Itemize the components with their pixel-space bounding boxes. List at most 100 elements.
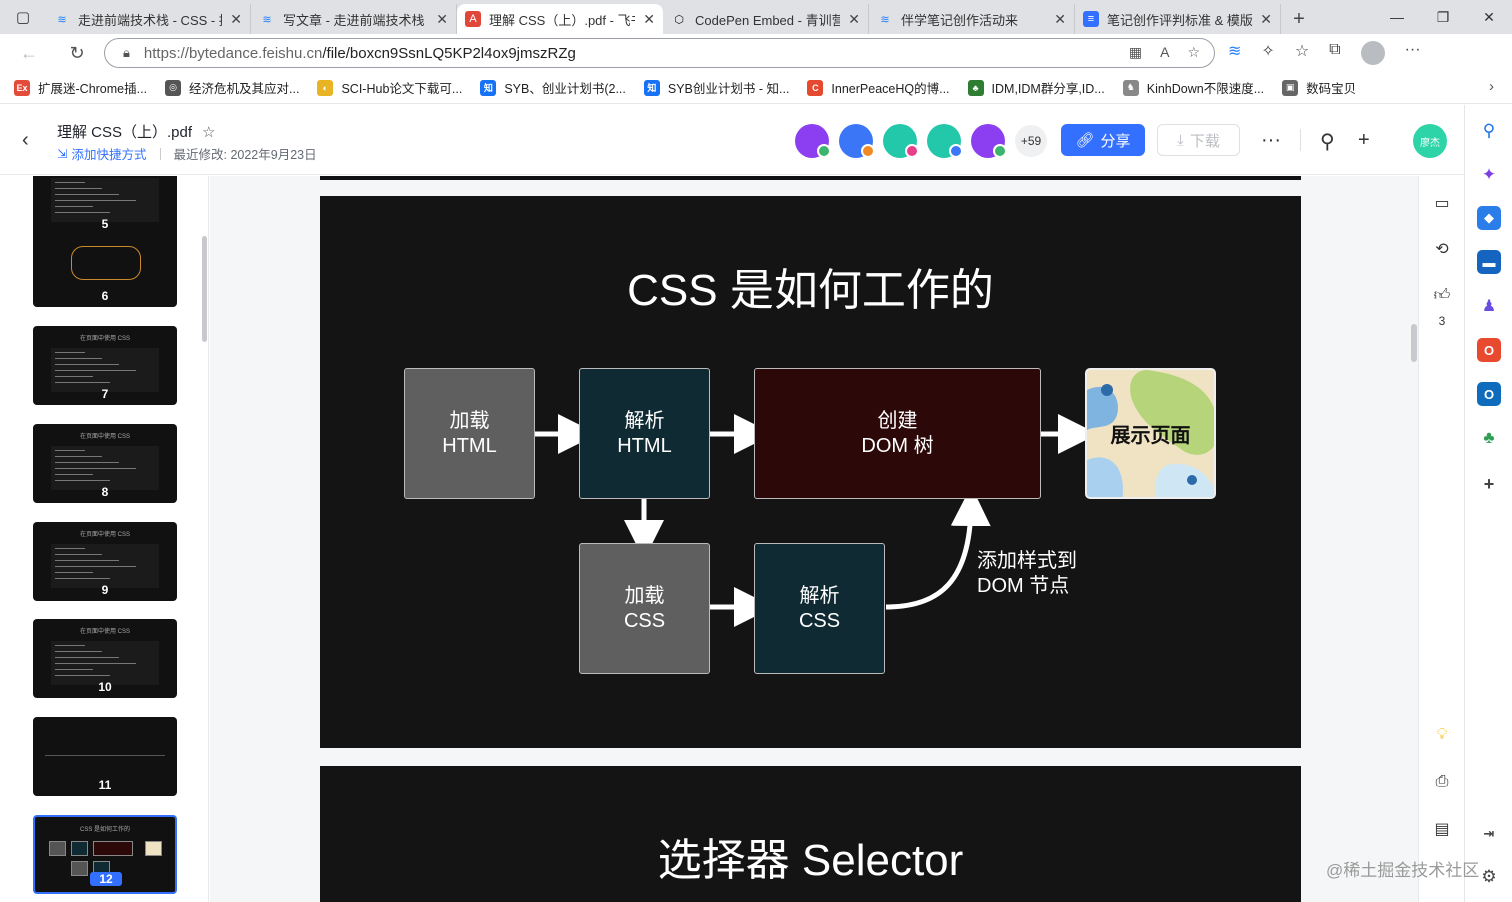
share-button[interactable]: 🔗︎分享 bbox=[1061, 124, 1145, 156]
slide-title: CSS 是如何工作的 bbox=[627, 266, 994, 315]
collaborator-avatar[interactable] bbox=[883, 124, 919, 158]
bookmark-item[interactable]: ♞KinhDown不限速度... bbox=[1122, 78, 1264, 97]
bookmark-favicon-icon: C bbox=[807, 79, 824, 96]
tab-actions-icon[interactable]: ▢ bbox=[15, 9, 31, 26]
browser-tab[interactable]: ≡ 笔记创作评判标准 & 模版 ✕ bbox=[1075, 4, 1281, 34]
box-label: 解析 bbox=[799, 584, 840, 607]
bookmark-favicon-icon: Ex bbox=[14, 79, 30, 96]
thumbnail-scrollbar[interactable] bbox=[202, 236, 207, 342]
comment-icon[interactable]: ▭ bbox=[1434, 195, 1450, 212]
add-icon[interactable]: + bbox=[1483, 473, 1495, 494]
close-window-icon[interactable]: ✕ bbox=[1483, 8, 1495, 25]
more-menu-icon[interactable]: ··· bbox=[1404, 41, 1421, 58]
maximize-icon[interactable]: ❐ bbox=[1436, 8, 1450, 25]
more-options-icon[interactable]: ··· bbox=[1261, 129, 1281, 151]
close-tab-icon[interactable]: ✕ bbox=[230, 10, 242, 27]
browser-tab-strip: ▢ ≋ 走进前端技术栈 - CSS - 掘 ✕ ≋ 写文章 - 走进前端技术栈 … bbox=[0, 0, 1512, 34]
close-tab-icon[interactable]: ✕ bbox=[1054, 10, 1066, 27]
document-icon[interactable]: ▤ bbox=[1434, 821, 1450, 838]
browser-tab[interactable]: ≋ 伴学笔记创作活动来 ✕ bbox=[869, 4, 1075, 34]
thumbnail-code-line bbox=[55, 382, 110, 383]
office-icon[interactable]: O bbox=[1477, 338, 1501, 362]
star-icon[interactable]: ☆ bbox=[202, 123, 216, 141]
browser-tab[interactable]: ⬡ CodePen Embed - 青训营 ✕ bbox=[663, 4, 869, 34]
viewer-scrollbar[interactable] bbox=[1411, 324, 1417, 362]
back-chevron-icon[interactable]: ‹ bbox=[22, 129, 29, 151]
bookmark-item[interactable]: ◎经济危机及其应对... bbox=[165, 78, 299, 97]
lock-icon[interactable]: 🔒︎ bbox=[123, 45, 130, 60]
thumbnail-caption: 在页面中使用 CSS bbox=[79, 434, 130, 440]
thumbnail-code-line bbox=[55, 194, 119, 195]
extensions-icon[interactable]: ✧ bbox=[1261, 43, 1275, 60]
page-thumbnail[interactable]: 6 bbox=[33, 228, 177, 307]
juejin-extension-icon[interactable]: ≋ bbox=[1228, 43, 1242, 60]
browser-tab-active[interactable]: A 理解 CSS（上）.pdf - 飞书 ✕ bbox=[457, 4, 663, 34]
settings-icon[interactable]: ⚙ bbox=[1481, 867, 1497, 886]
grid-app-icon[interactable]: ▦ bbox=[1128, 44, 1143, 60]
bookmark-item[interactable]: ♣IDM,IDM群分享,ID... bbox=[967, 78, 1105, 97]
user-avatar[interactable]: 廖杰 bbox=[1413, 124, 1447, 158]
add-icon[interactable]: + bbox=[1358, 129, 1370, 151]
profile-avatar[interactable] bbox=[1360, 41, 1385, 65]
close-tab-icon[interactable]: ✕ bbox=[1260, 10, 1272, 27]
bookmark-item[interactable]: ▣数码宝贝 bbox=[1282, 78, 1356, 97]
collaborator-avatar[interactable] bbox=[839, 124, 875, 158]
like-icon[interactable]: 👍︎ bbox=[1433, 287, 1451, 304]
games-icon[interactable]: ♟ bbox=[1481, 298, 1497, 315]
url-input[interactable]: 🔒︎ https://bytedance.feishu.cn/file/boxc… bbox=[104, 38, 1215, 68]
thumbnail-flow-box bbox=[71, 841, 88, 856]
browser-tab[interactable]: ≋ 走进前端技术栈 - CSS - 掘 ✕ bbox=[46, 4, 251, 34]
drop-icon[interactable]: ♣ bbox=[1483, 428, 1495, 447]
bookmark-item[interactable]: ◐SCI-Hub论文下载可... bbox=[317, 78, 462, 97]
close-tab-icon[interactable]: ✕ bbox=[436, 10, 448, 27]
copilot-icon[interactable]: ✦ bbox=[1481, 165, 1497, 184]
close-tab-icon[interactable]: ✕ bbox=[643, 10, 655, 27]
download-button[interactable]: ⤓下载 bbox=[1157, 124, 1240, 156]
collections-icon[interactable]: ⧉ bbox=[1329, 41, 1341, 58]
browser-toolbar: ≋ ✧ ☆ ⧉ ··· bbox=[1228, 41, 1421, 65]
page-thumbnail[interactable]: 5 bbox=[33, 176, 177, 235]
box-label: HTML bbox=[442, 434, 497, 457]
collaborator-avatar[interactable] bbox=[795, 124, 831, 158]
page-thumbnail[interactable]: 在页面中使用 CSS 8 bbox=[33, 424, 177, 503]
more-collaborators-count[interactable]: +59 bbox=[1015, 125, 1047, 157]
outlook-icon[interactable]: O bbox=[1477, 382, 1501, 406]
toolbox-icon[interactable]: ▬ bbox=[1477, 250, 1501, 274]
favorites-icon[interactable]: ☆ bbox=[1294, 43, 1310, 60]
add-favorite-icon[interactable]: ☆ bbox=[1187, 44, 1200, 60]
thumbnail-page-number: 5 bbox=[101, 217, 109, 231]
bookmarks-overflow-icon[interactable]: › bbox=[1489, 78, 1494, 95]
page-thumbnail[interactable]: 11 bbox=[33, 717, 177, 796]
thumbnail-page-number: 8 bbox=[101, 485, 109, 499]
expand-sidebar-icon[interactable]: ⇥ bbox=[1483, 826, 1495, 841]
lightbulb-icon[interactable]: 💡︎ bbox=[1436, 726, 1448, 743]
search-icon[interactable]: ⚲ bbox=[1482, 121, 1496, 140]
thumbnail-code-line bbox=[55, 560, 119, 561]
reload-icon[interactable]: ↻ bbox=[69, 42, 85, 63]
thumbnail-page-number: 9 bbox=[101, 583, 109, 597]
tag-icon[interactable]: ◆ bbox=[1477, 206, 1501, 230]
collaborator-avatar[interactable] bbox=[927, 124, 963, 158]
codepen-icon: ⬡ bbox=[674, 13, 684, 26]
history-icon[interactable]: ⟲ bbox=[1435, 241, 1449, 258]
search-icon[interactable]: ⚲ bbox=[1320, 131, 1335, 153]
back-arrow-icon[interactable]: ← bbox=[20, 42, 38, 63]
bookmark-favicon-icon: ◎ bbox=[165, 79, 182, 96]
collaborator-avatar[interactable] bbox=[971, 124, 1007, 158]
read-aloud-icon[interactable]: A bbox=[1160, 44, 1170, 60]
browser-tab[interactable]: ≋ 写文章 - 走进前端技术栈 ✕ bbox=[251, 4, 457, 34]
close-tab-icon[interactable]: ✕ bbox=[848, 10, 860, 27]
minimize-icon[interactable]: — bbox=[1390, 9, 1404, 25]
thumbnail-code-line bbox=[55, 480, 110, 481]
add-shortcut-link[interactable]: ⇲添加快捷方式 bbox=[57, 147, 147, 162]
export-icon[interactable]: ⎙ bbox=[1435, 773, 1449, 790]
new-tab-button[interactable]: + bbox=[1293, 8, 1305, 30]
